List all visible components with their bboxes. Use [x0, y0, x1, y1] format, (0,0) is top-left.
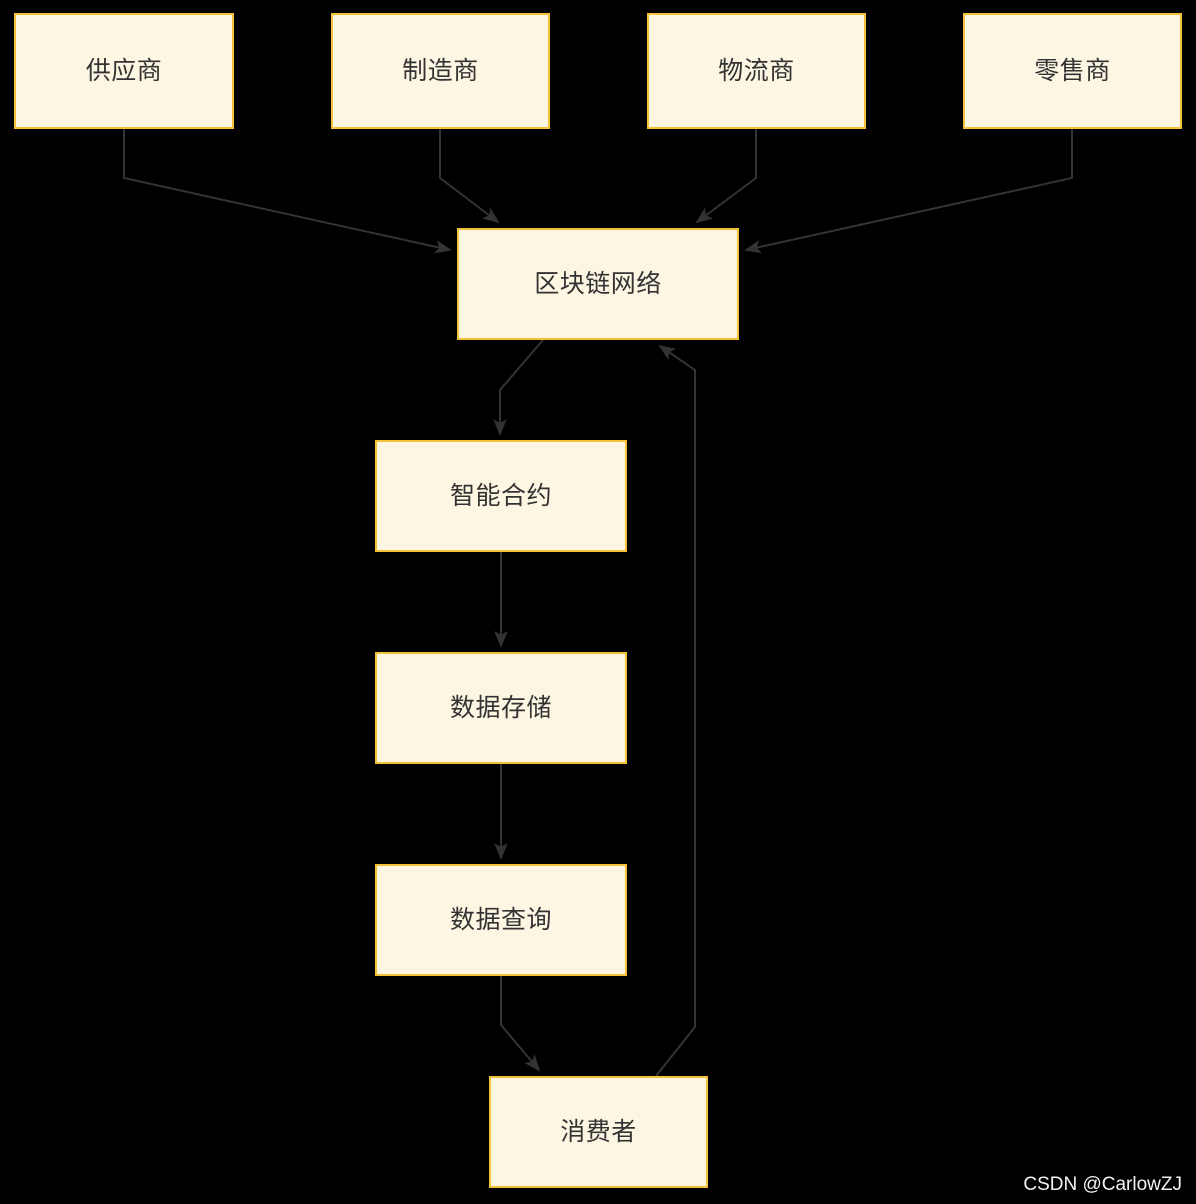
- node-label-storage: 数据存储: [449, 693, 552, 722]
- node-manufacturer[interactable]: 制造商: [331, 13, 550, 129]
- node-supplier[interactable]: 供应商: [14, 13, 234, 129]
- edge-blockchain-to-contract: [493, 339, 544, 436]
- node-label-retailer: 零售商: [1034, 56, 1111, 85]
- node-label-logistics: 物流商: [718, 56, 795, 85]
- node-query[interactable]: 数据查询: [375, 864, 627, 976]
- edge-retailer-to-blockchain: [744, 129, 1073, 254]
- node-logistics[interactable]: 物流商: [647, 13, 866, 129]
- node-label-blockchain: 区块链网络: [534, 269, 662, 298]
- node-label-supplier: 供应商: [85, 56, 163, 85]
- node-label-manufacturer: 制造商: [402, 56, 479, 85]
- edge-query-to-consumer: [500, 976, 541, 1072]
- edge-manufacturer-to-blockchain: [439, 129, 500, 224]
- node-consumer[interactable]: 消费者: [489, 1076, 708, 1188]
- node-label-contract: 智能合约: [449, 481, 552, 510]
- node-storage[interactable]: 数据存储: [375, 652, 627, 764]
- edge-supplier-to-blockchain: [123, 129, 452, 254]
- node-label-consumer: 消费者: [560, 1117, 637, 1146]
- node-label-query: 数据查询: [449, 905, 552, 934]
- watermark-text: CSDN @CarlowZJ: [1023, 1174, 1182, 1195]
- node-contract[interactable]: 智能合约: [375, 440, 627, 552]
- edge-logistics-to-blockchain: [695, 129, 757, 224]
- node-blockchain[interactable]: 区块链网络: [457, 228, 739, 340]
- node-retailer[interactable]: 零售商: [963, 13, 1182, 129]
- edge-consumer-to-blockchain: [655, 344, 696, 1077]
